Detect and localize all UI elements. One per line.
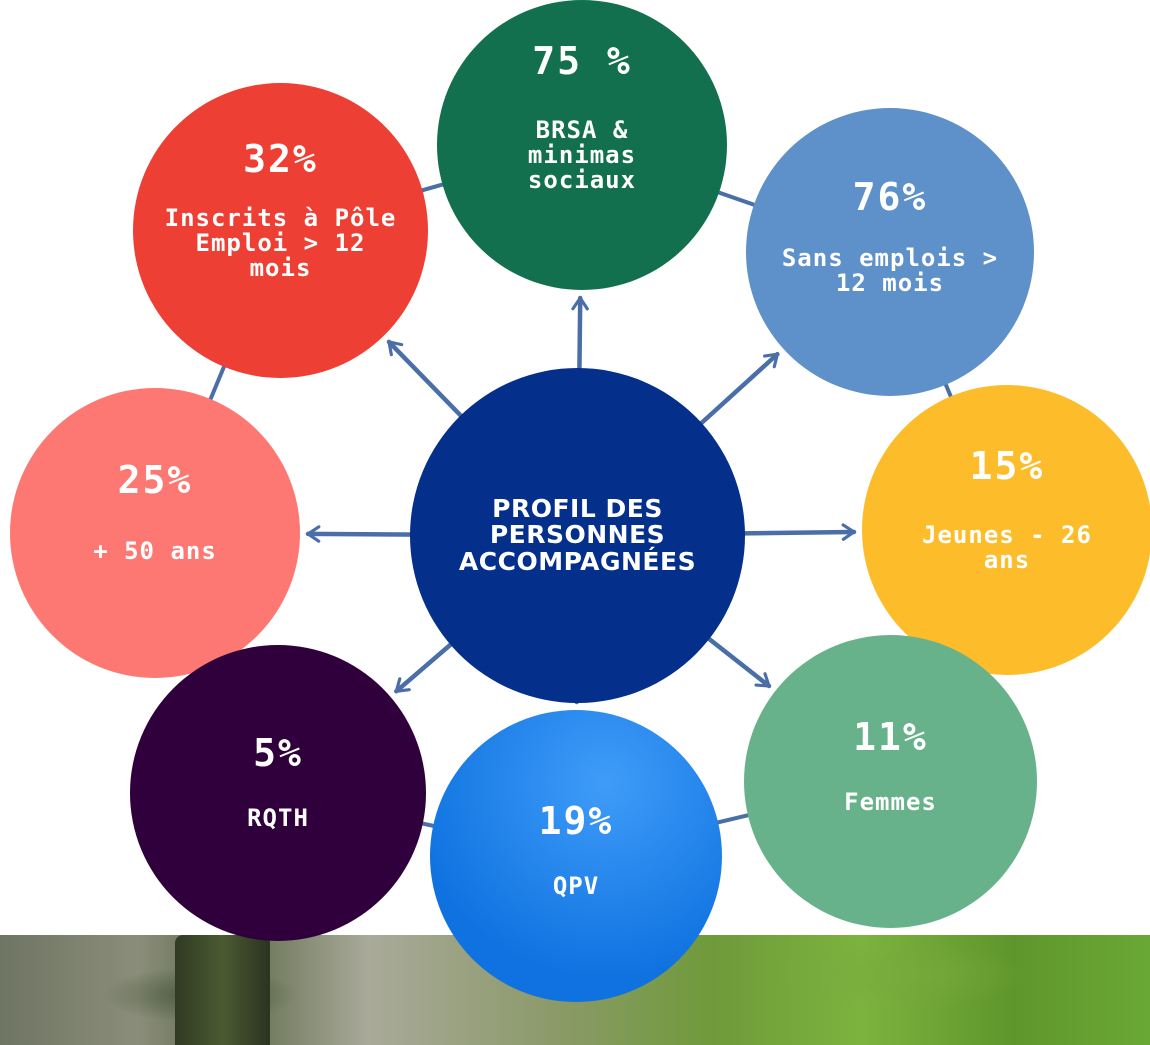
qpv-label: QPV — [552, 872, 600, 901]
plus-50-percent: 25% — [117, 458, 193, 503]
center-circle: PROFIL DES PERSONNES ACCOMPAGNÉES — [410, 368, 745, 703]
arrow-connector — [730, 523, 857, 541]
rqth-percent: 5% — [253, 731, 303, 776]
sans-emplois-percent: 76% — [852, 174, 928, 219]
arrow-connector — [305, 525, 425, 543]
jeunes-percent: 15% — [969, 443, 1045, 488]
jeunes-label: Jeunes - 26 ans — [922, 520, 1092, 574]
arrow-connector — [394, 634, 462, 694]
arrow-connector — [571, 295, 589, 383]
qpv-percent: 19% — [538, 799, 614, 844]
circle-pole-emploi: 32% Inscrits à Pôle Emploi > 12 mois — [133, 83, 428, 378]
brsa-label: BRSA & minimas sociaux — [527, 115, 637, 195]
circle-qpv: 19% QPV — [430, 710, 722, 1002]
arrow-connector — [697, 629, 772, 689]
femmes-percent: 11% — [853, 714, 928, 759]
arrow-connector — [386, 339, 472, 427]
circle-sans-emplois: 76% Sans emplois > 12 mois — [746, 108, 1034, 396]
pole-emploi-label: Inscrits à Pôle Emploi > 12 mois — [164, 203, 397, 283]
circle-rqth: 5% RQTH — [130, 645, 426, 941]
circle-jeunes: 15% Jeunes - 26 ans — [862, 385, 1150, 675]
worker-figure — [175, 935, 270, 1045]
sans-emplois-label: Sans emplois > 12 mois — [781, 243, 999, 297]
circle-brsa: 75 % BRSA & minimas sociaux — [437, 0, 727, 290]
center-title: PROFIL DES PERSONNES ACCOMPAGNÉES — [458, 494, 697, 576]
plus-50-label: + 50 ans — [93, 537, 217, 566]
circle-femmes: 11% Femmes — [744, 635, 1037, 928]
arrow-connector — [690, 351, 780, 434]
circle-plus-50: 25% + 50 ans — [10, 388, 300, 678]
rqth-label: RQTH — [247, 804, 309, 833]
brsa-percent: 75 % — [532, 38, 632, 83]
pole-emploi-percent: 32% — [243, 136, 318, 181]
femmes-label: Femmes — [844, 787, 937, 816]
